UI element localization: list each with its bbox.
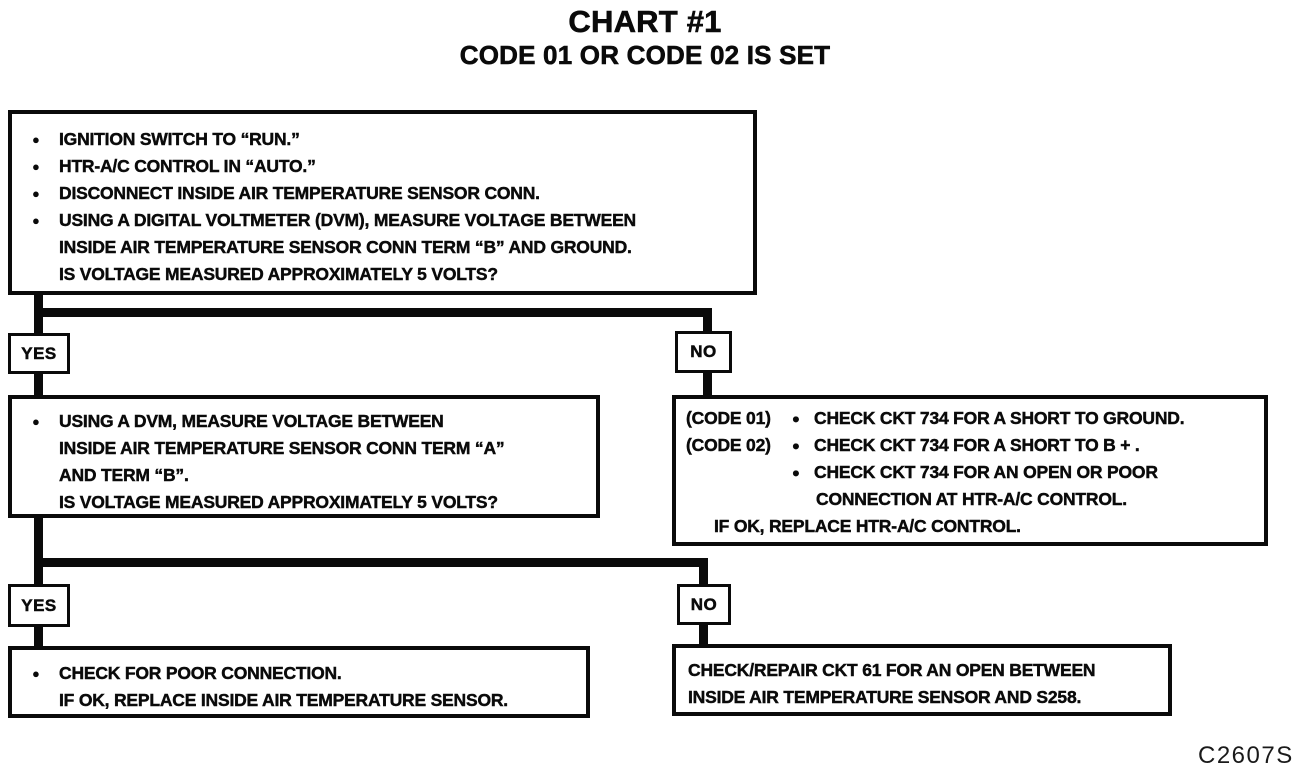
list-item: ● HTR-A/C CONTROL IN “AUTO.”	[32, 153, 745, 180]
decision-no-1: NO	[675, 331, 732, 373]
flow-line-yes1-down	[34, 372, 43, 396]
code-row: (CODE 02) ● CHECK CKT 734 FOR A SHORT TO…	[686, 432, 1258, 459]
code-label: (CODE 02)	[686, 435, 771, 455]
bullet-icon: ●	[792, 411, 800, 426]
decision-yes-2: YES	[8, 584, 70, 627]
no1-action-box: (CODE 01) ● CHECK CKT 734 FOR A SHORT TO…	[672, 395, 1268, 546]
code-row: (CODE 01) ● CHECK CKT 734 FOR A SHORT TO…	[686, 405, 1258, 432]
instruction-text: IF OK, REPLACE HTR-A/C CONTROL.	[714, 516, 1021, 536]
bullet-icon: ●	[32, 414, 40, 429]
instruction-text: CONNECTION AT HTR-A/C CONTROL.	[816, 489, 1128, 509]
decision-no-2: NO	[677, 584, 731, 625]
instruction-text: CHECK/REPAIR CKT 61 FOR AN OPEN BETWEEN …	[688, 660, 1096, 707]
bullet-icon: ●	[792, 465, 800, 480]
list-item: ● IGNITION SWITCH TO “RUN.”	[32, 126, 745, 153]
instruction-text: CHECK FOR POOR CONNECTION. IF OK, REPLAC…	[59, 663, 509, 710]
bullet-icon: ●	[32, 186, 40, 201]
code-row: ● CHECK CKT 734 FOR AN OPEN OR POOR	[686, 459, 1258, 486]
instruction-text: CHECK CKT 734 FOR A SHORT TO GROUND.	[814, 408, 1185, 428]
decision-yes-1: YES	[8, 333, 70, 374]
instruction-text: HTR-A/C CONTROL IN “AUTO.”	[59, 156, 316, 176]
flow-line-split1-horizontal	[34, 308, 712, 317]
instruction-text: USING A DVM, MEASURE VOLTAGE BETWEEN INS…	[59, 411, 505, 512]
code-label: (CODE 01)	[686, 408, 771, 428]
bullet-icon: ●	[32, 666, 40, 681]
flow-line-no2-down	[699, 623, 708, 645]
flow-line-split2-horizontal	[34, 558, 708, 567]
yes2-action-box: ● CHECK FOR POOR CONNECTION. IF OK, REPL…	[8, 646, 590, 718]
chart-title: CHART #1	[568, 4, 722, 40]
bullet-icon: ●	[792, 438, 800, 453]
list-item: ● DISCONNECT INSIDE AIR TEMPERATURE SENS…	[32, 180, 745, 207]
list-item: ● CHECK FOR POOR CONNECTION. IF OK, REPL…	[32, 660, 578, 714]
bullet-icon: ●	[32, 159, 40, 174]
instruction-text: CHECK CKT 734 FOR A SHORT TO B + .	[814, 435, 1140, 455]
instruction-text: CHECK CKT 734 FOR AN OPEN OR POOR	[814, 462, 1158, 482]
list-item: ● USING A DIGITAL VOLTMETER (DVM), MEASU…	[32, 207, 745, 288]
yes1-action-box: ● USING A DVM, MEASURE VOLTAGE BETWEEN I…	[8, 395, 600, 518]
bullet-icon: ●	[32, 132, 40, 147]
instruction-text: IGNITION SWITCH TO “RUN.”	[59, 129, 300, 149]
bullet-icon: ●	[32, 213, 40, 228]
figure-reference-code: C2607S	[1198, 742, 1294, 769]
flow-line-no2-drop	[699, 560, 708, 585]
no2-action-box: CHECK/REPAIR CKT 61 FOR AN OPEN BETWEEN …	[672, 644, 1172, 716]
flow-line-no1-drop	[703, 310, 712, 332]
flow-line-no1-down	[703, 371, 712, 396]
chart-subtitle: CODE 01 OR CODE 02 IS SET	[459, 40, 831, 71]
start-instructions-box: ● IGNITION SWITCH TO “RUN.” ● HTR-A/C CO…	[8, 110, 757, 295]
flow-line-mid-down	[34, 517, 43, 585]
flow-line-yes2-down	[34, 625, 43, 647]
list-item: ● USING A DVM, MEASURE VOLTAGE BETWEEN I…	[32, 408, 588, 516]
instruction-text: USING A DIGITAL VOLTMETER (DVM), MEASURE…	[59, 210, 637, 284]
instruction-text: DISCONNECT INSIDE AIR TEMPERATURE SENSOR…	[59, 183, 540, 203]
